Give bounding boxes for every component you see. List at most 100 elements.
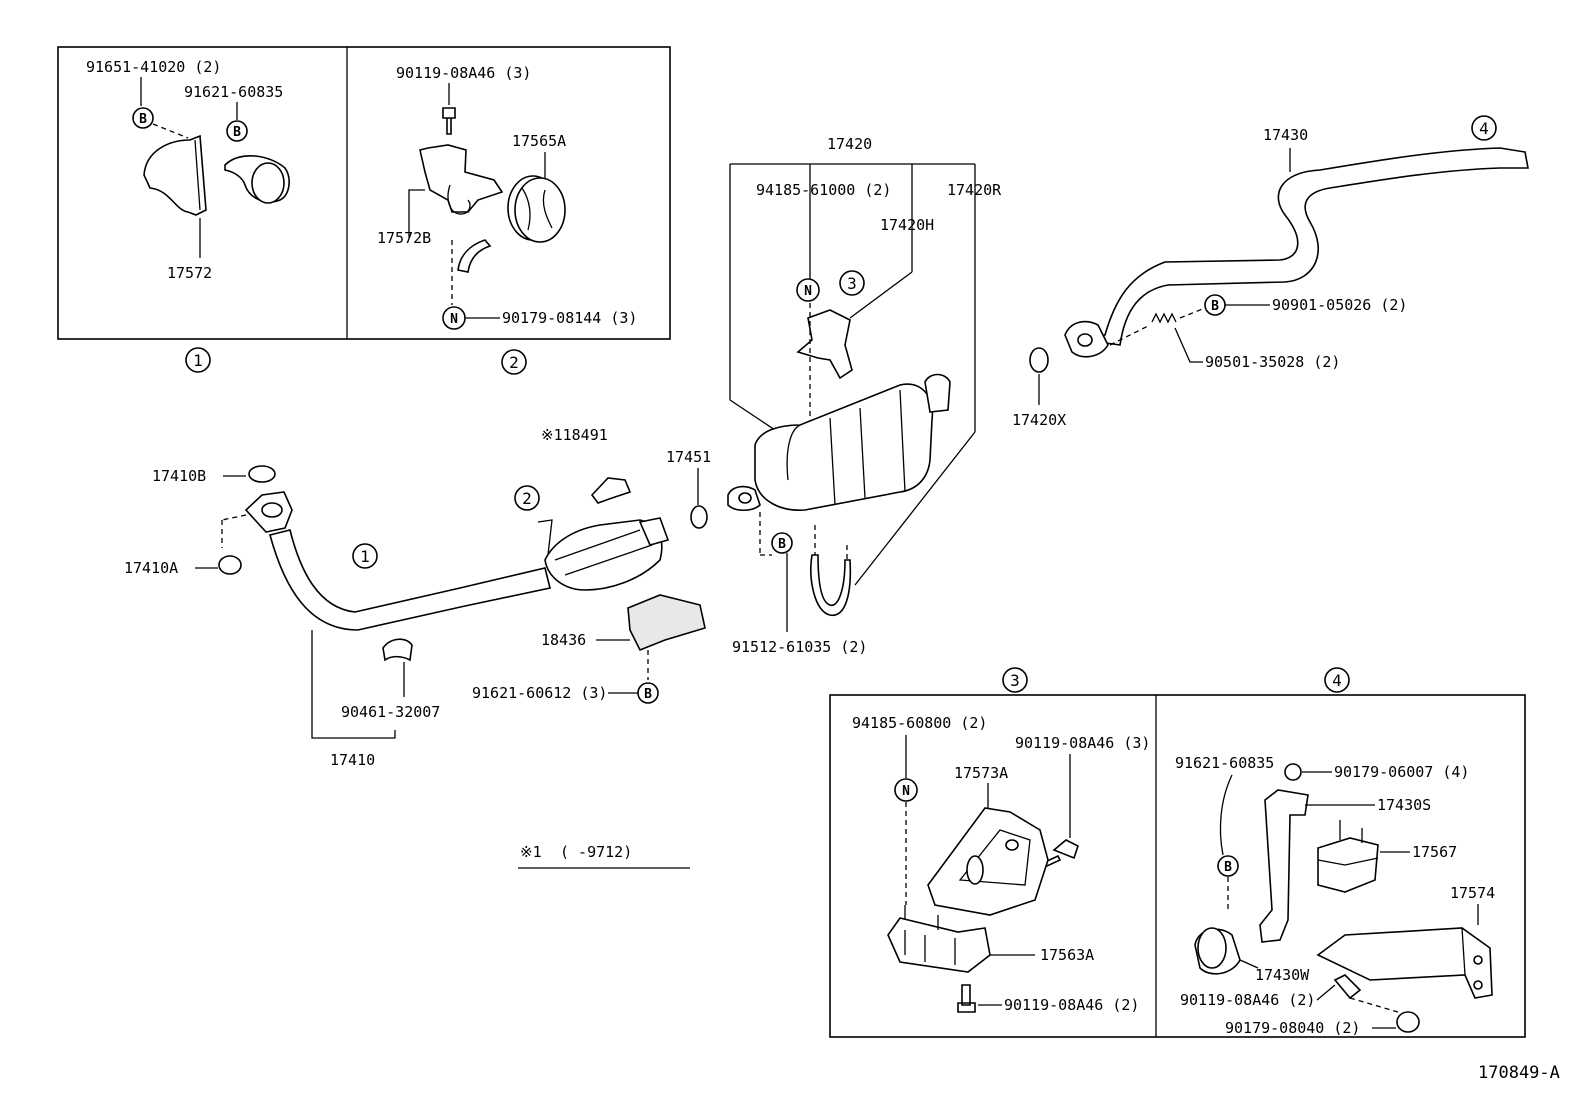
u-bolt-hanger <box>810 554 852 616</box>
label-17420X: 17420X <box>1012 411 1066 429</box>
gasket-17451: 17451 <box>666 448 711 529</box>
bolt-code: B <box>1211 299 1219 314</box>
svg-text:1: 1 <box>193 351 203 370</box>
nut-code: N <box>902 784 910 799</box>
inset-2-parts: 90119-08A46 (3) 17565A 17572B N 90179-08… <box>377 64 637 330</box>
inset-4-parts: 91621-60835 B 90179-06007 (4) 17430S 175… <box>1175 754 1495 1037</box>
svg-text:2: 2 <box>522 489 532 508</box>
bolt-part <box>957 984 976 1013</box>
bracket-17572b <box>419 144 504 213</box>
label-17410B: 17410B <box>152 467 206 485</box>
label-90461-32007: 90461-32007 <box>341 703 440 721</box>
label-18436: 18436 <box>541 631 586 649</box>
label-17574: 17574 <box>1450 884 1495 902</box>
label-17430W: 17430W <box>1255 966 1310 984</box>
label-17572: 17572 <box>167 264 212 282</box>
inset-number-3: 3 <box>1002 667 1028 693</box>
inset-number-1: 1 <box>185 347 211 373</box>
muffler-body <box>754 383 934 511</box>
bracket-17574 <box>1316 927 1493 999</box>
label-17563A: 17563A <box>1040 946 1094 964</box>
label-17410: 17410 <box>330 751 375 769</box>
bolt-code: B <box>233 125 241 140</box>
bolt-symbol <box>226 120 248 142</box>
bolt-code: B <box>644 687 652 702</box>
nut-code: N <box>450 312 458 327</box>
heat-insulator-17572 <box>143 134 207 216</box>
label-17572B: 17572B <box>377 229 431 247</box>
bolt-part <box>442 107 456 135</box>
label-17451: 17451 <box>666 448 711 466</box>
bolt-code: B <box>778 537 786 552</box>
bolt-part <box>1333 974 1362 1000</box>
label-17567: 17567 <box>1412 843 1457 861</box>
bolt-symbol <box>132 107 154 129</box>
bracket-17573a <box>927 807 1049 916</box>
inset-ref-1 <box>352 543 378 569</box>
inset-1-parts: 91651-41020 (2) 91621-60835 B B 17572 <box>86 58 290 282</box>
label-94185-61000: 94185-61000 (2) <box>756 181 891 199</box>
label-17420: 17420 <box>827 135 872 153</box>
drawing-id: 170849-A <box>1478 1063 1560 1083</box>
inset-ref-4 <box>1471 115 1497 141</box>
label-90119-08A46-2b: 90119-08A46 (2) <box>1180 991 1315 1009</box>
catalytic-converter: ※118491 2 18436 B 91621-60612 (3) <box>472 426 706 704</box>
label-17565A: 17565A <box>512 132 566 150</box>
label-91621-60612: 91621-60612 (3) <box>472 684 607 702</box>
label-118491: ※118491 <box>541 426 608 444</box>
clamp-90461 <box>382 638 413 662</box>
inset-box-1-2 <box>57 46 671 340</box>
stud <box>457 239 492 273</box>
label-17430: 17430 <box>1263 126 1308 144</box>
label-17420H: 17420H <box>880 216 934 234</box>
label-90179-08144: 90179-08144 (3) <box>502 309 637 327</box>
label-91512-61035: 91512-61035 (2) <box>732 638 867 656</box>
label-94185-60800: 94185-60800 (2) <box>852 714 987 732</box>
gasket-17420x <box>1029 347 1049 373</box>
front-pipe-17410: 17410B 17410A 1 90461-32007 17410 <box>124 465 551 769</box>
label-90119-08A46-3a: 90119-08A46 (3) <box>396 64 531 82</box>
label-90119-08A46-2a: 90119-08A46 (2) <box>1004 996 1139 1014</box>
inset-ref-2 <box>514 485 540 511</box>
gasket-17410b <box>248 465 276 483</box>
bracket-118491 <box>590 477 632 504</box>
inset-number-2: 2 <box>501 349 527 375</box>
note-text: ( -9712) <box>560 843 632 861</box>
label-90501-35028: 90501-35028 (2) <box>1205 353 1340 371</box>
bolt-code: B <box>1224 860 1232 875</box>
nut-code: N <box>804 284 812 299</box>
tail-pipe-17430: 17430 4 B 90901-05026 (2) 90501-35028 (2… <box>1012 115 1529 429</box>
label-90901-05026: 90901-05026 (2) <box>1272 296 1407 314</box>
svg-text:4: 4 <box>1479 119 1489 138</box>
label-91621-60835-b: 91621-60835 <box>1175 754 1274 772</box>
spring-90501 <box>1151 312 1177 324</box>
tail-pipe-body <box>1084 147 1529 346</box>
label-17410A: 17410A <box>124 559 178 577</box>
svg-text:4: 4 <box>1332 671 1342 690</box>
label-90119-08A46-3b: 90119-08A46 (3) <box>1015 734 1150 752</box>
bolt-part <box>1043 839 1079 868</box>
bracket-17430s <box>1259 789 1309 943</box>
heat-insulator-18436 <box>627 594 706 652</box>
label-91651-41020: 91651-41020 (2) <box>86 58 221 76</box>
bolt-code: B <box>139 112 147 127</box>
inset-3-parts: 94185-60800 (2) N 90119-08A46 (3) 17573A… <box>852 714 1150 1014</box>
label-90179-06007: 90179-06007 (4) <box>1334 763 1469 781</box>
mount-17563a <box>887 917 991 973</box>
label-17430S: 17430S <box>1377 796 1431 814</box>
svg-text:3: 3 <box>1010 671 1020 690</box>
label-17573A: 17573A <box>954 764 1008 782</box>
svg-text:2: 2 <box>509 353 519 372</box>
label-17420R: 17420R <box>947 181 1002 199</box>
note: ※1 ( -9712) <box>518 843 690 869</box>
label-90179-08040: 90179-08040 (2) <box>1225 1019 1360 1037</box>
inset-ref-3 <box>839 270 865 296</box>
muffler-17420: 17420 94185-61000 (2) 17420R 17420H N 3 … <box>727 135 1002 656</box>
bracket-17420h <box>796 309 853 380</box>
note-mark: ※1 <box>520 843 542 861</box>
front-pipe-body <box>269 529 551 631</box>
svg-text:1: 1 <box>360 547 370 566</box>
label-91621-60835-a: 91621-60835 <box>184 83 283 101</box>
inset-box-3-4 <box>829 694 1526 1038</box>
